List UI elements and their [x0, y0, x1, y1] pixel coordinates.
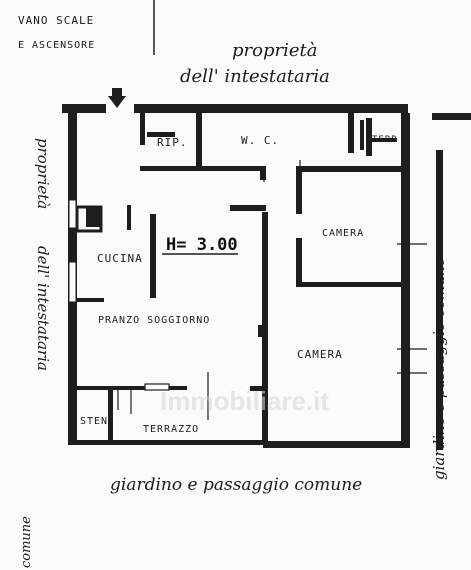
flue-shaft [75, 205, 103, 233]
label-pranzo-soggiorno: PRANZO SOGGIORNO [98, 315, 210, 326]
interior-walls [68, 113, 402, 445]
label-camera-2: CAMERA [297, 348, 343, 361]
note-right-vertical: giardino e passaggio comune [430, 257, 448, 480]
note-intestataria-top: dell' intestataria [180, 66, 330, 87]
note-comune-corner: comune [19, 516, 34, 568]
label-height: H= 3.00 [166, 235, 238, 255]
watermark: Immobiliare.it [160, 386, 329, 416]
label-camera-1: CAMERA [322, 228, 364, 239]
label-rip: RIP. [157, 136, 188, 149]
label-terrazzo: TERRAZZO [143, 424, 199, 435]
label-sten: STEN. [80, 416, 115, 427]
note-proprieta-top: proprietà [232, 40, 317, 61]
note-giardino-bottom: giardino e passaggio comune [110, 475, 362, 495]
note-intestataria-left: dell' intestataria [34, 246, 52, 371]
note-corner: comune [19, 516, 34, 568]
label-ascensore: E ASCENSORE [18, 40, 95, 51]
note-giardino-right: giardino e passaggio comune [430, 257, 448, 480]
label-cucina: CUCINA [97, 252, 143, 265]
door-markers [117, 166, 265, 420]
label-terr: TERR [372, 135, 398, 145]
label-vano-scale: VANO SCALE [18, 14, 94, 27]
note-proprieta-left: proprietà [34, 138, 52, 209]
label-wc: W. C. [241, 134, 279, 147]
right-wall-openings [299, 160, 427, 374]
note-left-vertical: proprietà dell' intestataria [34, 138, 52, 371]
entrance-arrow-icon [108, 88, 126, 108]
